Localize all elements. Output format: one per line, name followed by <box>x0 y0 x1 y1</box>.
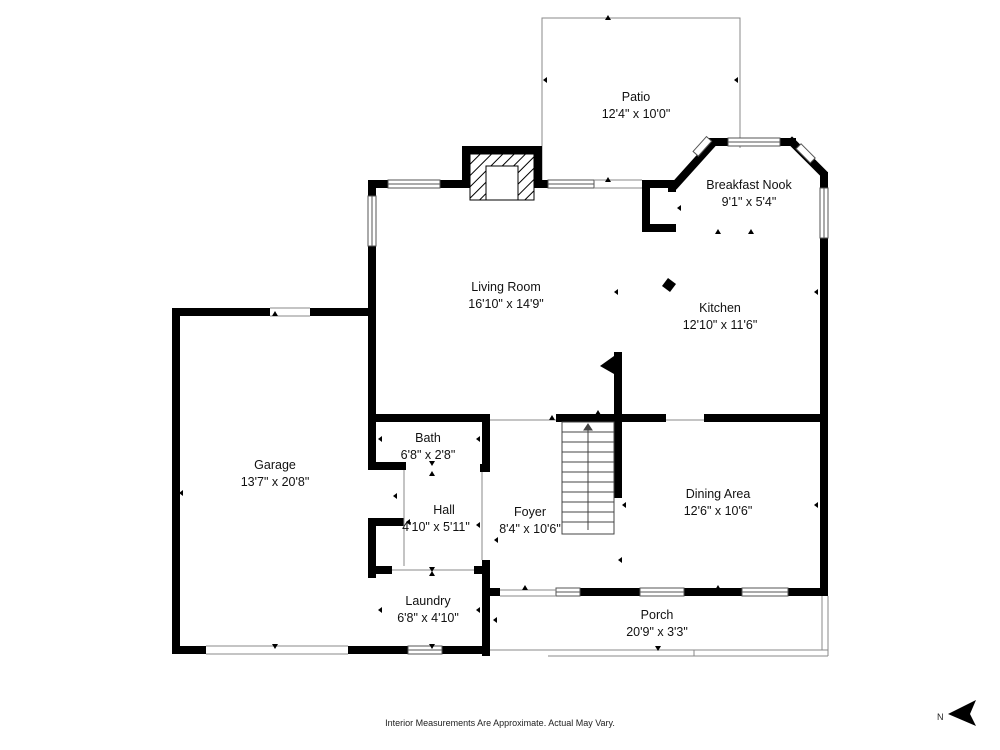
windows <box>367 135 829 655</box>
living-room-dims: 16'10" x 14'9" <box>468 297 544 311</box>
garage-name: Garage <box>254 458 296 472</box>
laundry-name: Laundry <box>405 594 451 608</box>
measurement-disclaimer: Interior Measurements Are Approximate. A… <box>385 718 615 728</box>
kitchen-dims: 12'10" x 11'6" <box>682 318 758 332</box>
breakfast-nook-name: Breakfast Nook <box>706 178 792 192</box>
bath-dims: 6'8" x 2'8" <box>400 448 456 462</box>
hall-dims: 4'10" x 5'11" <box>402 520 470 534</box>
compass-label: N <box>937 712 944 722</box>
patio-name: Patio <box>621 90 651 104</box>
measurement-markers <box>179 15 818 651</box>
porch-name: Porch <box>640 608 674 622</box>
bath-name: Bath <box>415 431 441 445</box>
patio-dims: 12'4" x 10'0" <box>601 107 671 121</box>
walls <box>172 146 828 656</box>
foyer-name: Foyer <box>514 505 546 519</box>
hall-name: Hall <box>433 503 455 517</box>
dining-area-name: Dining Area <box>685 487 751 501</box>
laundry-dims: 6'8" x 4'10" <box>397 611 459 625</box>
stairs <box>561 421 615 535</box>
porch-dims: 20'9" x 3'3" <box>626 625 688 639</box>
foyer-dims: 8'4" x 10'6" <box>499 522 561 536</box>
living-room-name: Living Room <box>471 280 541 294</box>
breakfast-nook-dims: 9'1" x 5'4" <box>721 195 777 209</box>
patio-outline <box>541 17 741 182</box>
compass-icon <box>948 700 976 726</box>
kitchen-fixtures <box>600 278 676 374</box>
thin-lines <box>206 179 829 657</box>
dining-area-dims: 12'6" x 10'6" <box>683 504 753 518</box>
kitchen-name: Kitchen <box>699 301 741 315</box>
fireplace <box>469 153 535 201</box>
garage-dims: 13'7" x 20'8" <box>240 475 310 489</box>
